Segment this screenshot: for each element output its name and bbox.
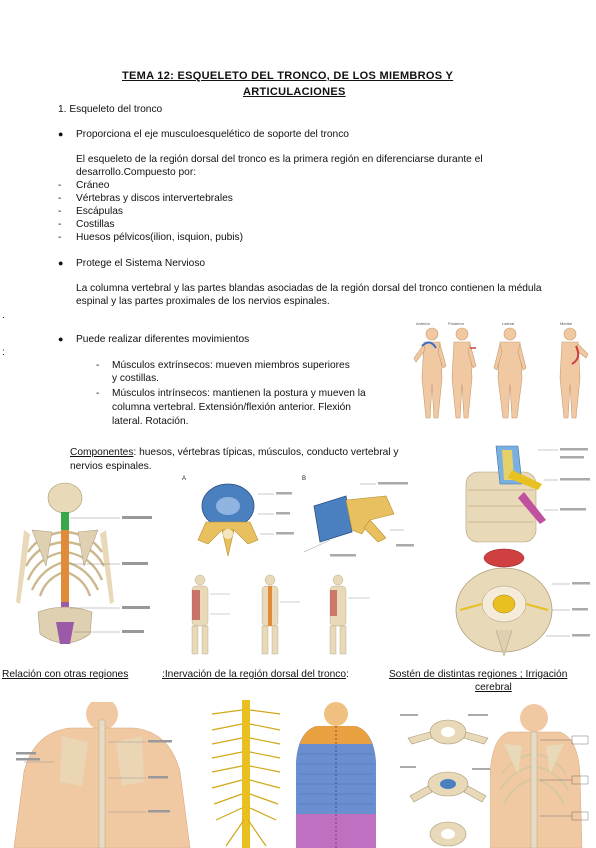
muscle-item-2-line3: lateral. Rotación. <box>112 416 189 427</box>
paragraph-2-line2: espinal y las partes proximales de los n… <box>76 296 330 307</box>
dash-icon: - <box>58 232 62 243</box>
figure-label-b: B <box>302 476 306 482</box>
footer-heading-3: Sostén de distintas regiones ; Irrigació… <box>389 669 568 680</box>
spinal-nerves-figure <box>211 700 281 848</box>
skeleton-muscles-figure <box>191 574 370 655</box>
figure-label-a: A <box>182 476 186 482</box>
back-relations-figure <box>13 702 191 848</box>
vertebra-superior-figure: A <box>182 476 294 557</box>
componentes-line2: nervios espinales. <box>70 461 152 472</box>
dash-icon: - <box>58 180 62 191</box>
bullet-text-1: Proporciona el eje musculoesquelético de… <box>76 129 349 140</box>
margin-mark: : <box>2 347 5 358</box>
muscle-item-2-line1: Músculos intrínsecos: mantienen la postu… <box>112 388 366 399</box>
vertebra-lateral-figure: B <box>302 476 414 557</box>
dash-icon: - <box>58 193 62 204</box>
footer-heading-2: :Inervación de la región dorsal del tron… <box>162 669 349 680</box>
dash-icon: - <box>58 206 62 217</box>
panel-label-medial: Medial <box>560 321 572 326</box>
body-movement-figure: Anterior Posterior Lateral Medial <box>413 321 589 419</box>
footer-heading-1: Relación con otras regiones <box>2 669 129 680</box>
panel-label-anterior: Anterior <box>416 321 431 326</box>
footer-heading-2-text: :Inervación de la región dorsal del tron… <box>162 669 347 680</box>
section-heading: 1. Esqueleto del tronco <box>58 104 163 115</box>
muscle-item-1-line1: Músculos extrínsecos: mueven miembros su… <box>112 360 350 371</box>
dash-icon: - <box>58 219 62 230</box>
margin-mark: . <box>2 310 5 321</box>
list-item: Huesos pélvicos(ilion, isquion, pubis) <box>76 232 244 243</box>
list-item: Costillas <box>76 219 115 230</box>
list-item: Cráneo <box>76 180 110 191</box>
componentes-line1: Componentes: huesos, vértebras típicas, … <box>70 446 398 459</box>
list-item: Vértebras y discos intervertebrales <box>76 193 233 204</box>
doc-title-line2: ARTICULACIONES <box>243 86 346 98</box>
back-skeleton-overlay-figure <box>490 704 589 848</box>
spinal-cord-3d-figure <box>465 445 590 543</box>
vertebrae-views-figure <box>400 714 490 847</box>
muscle-item-1-line2: y costillas. <box>112 373 159 384</box>
bullet-text-2: Protege el Sistema Nervioso <box>76 258 206 269</box>
bullet-icon: ● <box>58 129 64 139</box>
paragraph-1-line2: desarrollo.Compuesto por: <box>76 167 197 178</box>
paragraph-2-line1: La columna vertebral y las partes blanda… <box>76 283 542 294</box>
panel-label-posterior: Posterior <box>448 321 465 326</box>
back-skeleton-figure <box>10 482 160 660</box>
dash-icon: - <box>96 360 100 371</box>
componentes-label: Componentes <box>70 447 134 458</box>
list-item: Escápulas <box>76 206 124 217</box>
bullet-text-3: Puede realizar diferentes movimientos <box>76 334 250 345</box>
dermatomes-back-figure <box>296 702 376 848</box>
footer-heading-3b: cerebral <box>475 682 512 693</box>
muscle-item-2-line2: columna vertebral. Extensión/flexión ant… <box>112 402 351 413</box>
paragraph-1-line1: El esqueleto de la región dorsal del tro… <box>76 154 483 165</box>
vertebra-cross-section-figure <box>455 548 590 657</box>
componentes-text: : huesos, vértebras típicas, músculos, c… <box>133 447 399 458</box>
bullet-icon: ● <box>58 334 64 344</box>
dash-icon: - <box>96 388 100 399</box>
panel-label-lateral: Lateral <box>502 321 514 326</box>
bullet-icon: ● <box>58 258 64 268</box>
doc-title-line1: TEMA 12: ESQUELETO DEL TRONCO, DE LOS MI… <box>122 70 454 82</box>
